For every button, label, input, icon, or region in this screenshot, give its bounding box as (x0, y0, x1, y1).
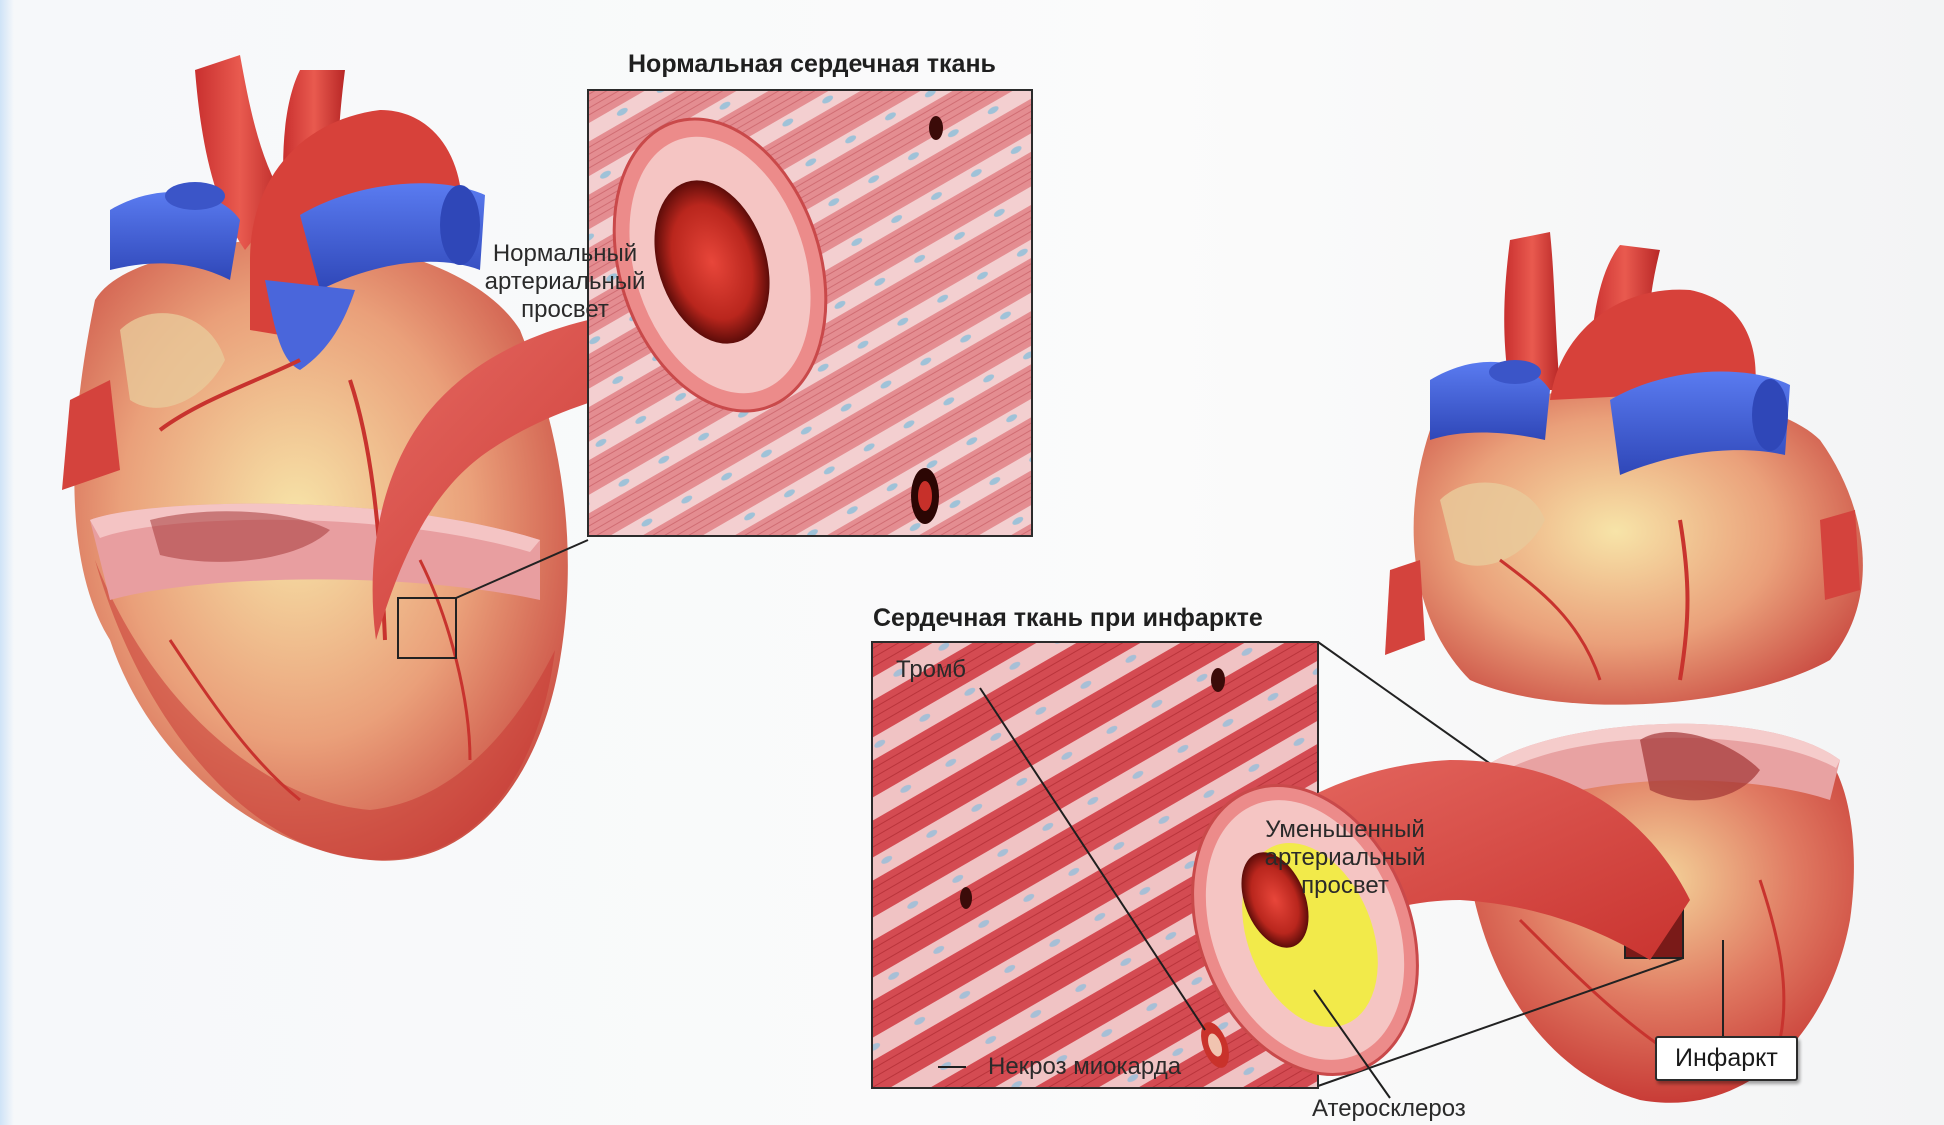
normal-lumen-line2: артериальный (470, 268, 660, 296)
infarct-tissue-title: Сердечная ткань при инфаркте (873, 604, 1263, 633)
infarct-label: Инфаркт (1655, 1036, 1798, 1081)
normal-tissue-title: Нормальная сердечная ткань (628, 50, 996, 79)
necrosis-label: Некроз миокарда (988, 1053, 1181, 1081)
normal-lumen-label: Нормальный артериальный просвет (470, 240, 660, 324)
reduced-lumen-line2: артериальный (1245, 844, 1445, 872)
thrombus-label: Тромб (896, 656, 966, 684)
normal-lumen-line1: Нормальный (470, 240, 660, 268)
reduced-lumen-label: Уменьшенный артериальный просвет (1245, 816, 1445, 900)
atherosclerosis-label: Атеросклероз (1312, 1095, 1466, 1123)
reduced-lumen-line1: Уменьшенный (1245, 816, 1445, 844)
normal-lumen-line3: просвет (470, 296, 660, 324)
reduced-lumen-line3: просвет (1245, 872, 1445, 900)
